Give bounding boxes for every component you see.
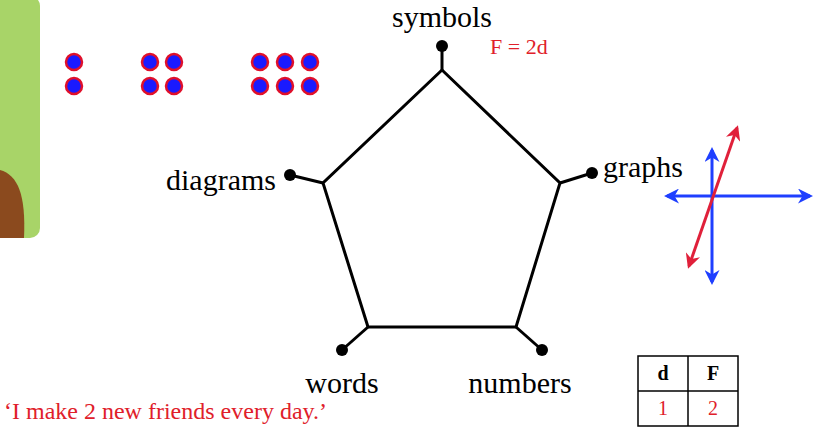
corner-label: diagrams (166, 163, 276, 198)
spoke-dots (284, 40, 598, 356)
corner-label: words (305, 366, 378, 401)
y-axis (711, 150, 714, 282)
pentagon-figure (290, 46, 592, 350)
pattern-dot (302, 54, 318, 70)
line-graph (667, 128, 810, 282)
table-header: F (707, 362, 719, 385)
table-cell: 2 (708, 397, 718, 420)
word-statement: ‘I make 2 new friends every day.’ (4, 398, 327, 426)
spoke-dot (586, 167, 598, 179)
brown-figure (0, 170, 24, 238)
pattern-dot (66, 54, 82, 70)
spoke-dot (284, 169, 296, 181)
pattern-dot (302, 78, 318, 94)
table-header: d (657, 362, 668, 385)
spoke-dot (536, 344, 548, 356)
table-grid (638, 356, 738, 426)
graph-line (689, 128, 737, 266)
dot-pattern (66, 54, 318, 94)
spoke-dot (336, 344, 348, 356)
table-cell: 1 (658, 397, 668, 420)
pattern-dot (252, 78, 268, 94)
pattern-dot (252, 54, 268, 70)
formula: F = 2d (490, 34, 548, 59)
corner-label: symbols (392, 0, 492, 35)
pattern-dot (142, 54, 158, 70)
pattern-dot (166, 54, 182, 70)
pattern-dot (166, 78, 182, 94)
spoke-dot (436, 40, 448, 52)
table-rule (638, 390, 738, 392)
pattern-dot (66, 78, 82, 94)
pentagon (323, 70, 560, 327)
pattern-dot (142, 78, 158, 94)
x-axis (667, 195, 810, 198)
side-panel (0, 0, 40, 238)
green-panel (0, 0, 40, 238)
pattern-dot (277, 78, 293, 94)
pattern-dot (277, 54, 293, 70)
table-border (638, 356, 738, 426)
corner-label: graphs (603, 150, 683, 185)
corner-label: numbers (468, 366, 571, 401)
